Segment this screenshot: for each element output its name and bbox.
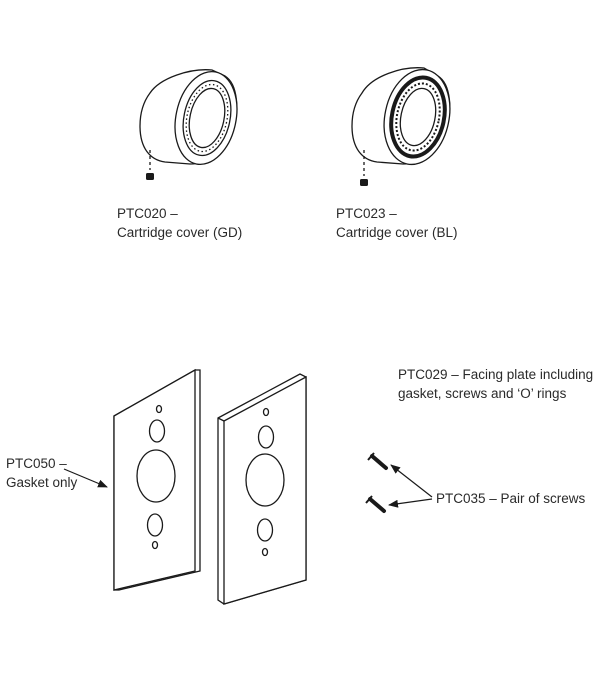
gasket-drawing [113, 368, 201, 591]
part-code-description: PTC035 – Pair of screws [436, 491, 586, 506]
grub-screw-gd [146, 150, 154, 180]
label-ptc023: PTC023 – Cartridge cover (BL) [336, 204, 458, 242]
cartridge-cover-bl-drawing [351, 67, 451, 166]
label-ptc029: PTC029 – Facing plate including gasket, … [398, 365, 593, 403]
screws-leader-arrow-lower [388, 498, 433, 508]
label-ptc020: PTC020 – Cartridge cover (GD) [117, 204, 242, 242]
label-ptc035: PTC035 – Pair of screws [436, 489, 585, 508]
label-ptc050: PTC050 – Gasket only [6, 454, 77, 492]
part-description: Gasket only [6, 475, 78, 490]
part-description-cont: gasket, screws and ‘O’ rings [398, 386, 567, 401]
gasket-leader-arrow [63, 468, 108, 488]
screw-lower [365, 495, 386, 513]
part-code: PTC020 – [117, 206, 178, 221]
facing-plate-drawing [217, 373, 307, 605]
grub-screw-bl [360, 150, 368, 186]
part-code: PTC023 – [336, 206, 397, 221]
cartridge-cover-gd-drawing [139, 69, 238, 166]
screws-leader-arrow-upper [390, 464, 433, 498]
part-description: Cartridge cover (BL) [336, 225, 458, 240]
part-code: PTC050 – [6, 456, 67, 471]
part-description: Cartridge cover (GD) [117, 225, 243, 240]
screw-upper [367, 452, 388, 470]
part-code-description: PTC029 – Facing plate including [398, 367, 594, 382]
